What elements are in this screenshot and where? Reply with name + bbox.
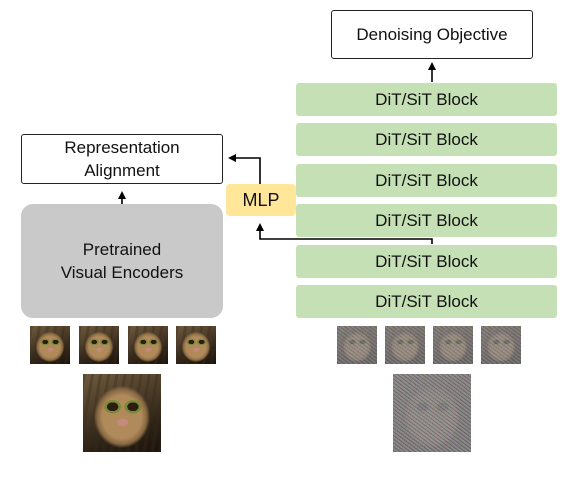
mlp-label: MLP (242, 189, 280, 210)
representation-alignment-box: Representation Alignment (21, 134, 223, 184)
cat-image (83, 374, 161, 452)
dit-block-label: DiT/SiT Block (375, 291, 478, 311)
noisy-cat-crop-image (385, 326, 425, 364)
pretrained-visual-encoders-box: Pretrained Visual Encoders (21, 204, 223, 318)
cat-crop-image (79, 326, 119, 364)
arrow-mlp-to-alignment (228, 154, 261, 184)
noisy-cat-crop-image (337, 326, 377, 364)
dit-block-label: DiT/SiT Block (375, 251, 478, 271)
dit-block-label: DiT/SiT Block (375, 129, 478, 149)
dit-block-label: DiT/SiT Block (375, 170, 478, 190)
mlp-box: MLP (226, 184, 296, 216)
dit-block-3: DiT/SiT Block (296, 164, 557, 197)
alignment-line2: Alignment (84, 161, 160, 180)
dit-block-4: DiT/SiT Block (296, 204, 557, 237)
cat-crop-image (30, 326, 70, 364)
alignment-line1: Representation (64, 138, 180, 157)
cat-crop-image (128, 326, 168, 364)
dit-block-5: DiT/SiT Block (296, 245, 557, 278)
cat-crop-image (176, 326, 216, 364)
arrow-dit-to-mlp (256, 223, 433, 244)
dit-block-label: DiT/SiT Block (375, 89, 478, 109)
dit-block-1: DiT/SiT Block (296, 83, 557, 116)
denoising-objective-box: Denoising Objective (331, 10, 533, 59)
encoder-line2: Visual Encoders (60, 263, 184, 282)
encoder-line1: Pretrained (82, 240, 162, 259)
noisy-cat-image (393, 374, 471, 452)
dit-block-2: DiT/SiT Block (296, 123, 557, 156)
dit-block-label: DiT/SiT Block (375, 210, 478, 230)
noisy-cat-crop-image (481, 326, 521, 364)
noisy-cat-crop-image (433, 326, 473, 364)
dit-block-6: DiT/SiT Block (296, 285, 557, 318)
denoising-objective-label: Denoising Objective (356, 24, 508, 44)
